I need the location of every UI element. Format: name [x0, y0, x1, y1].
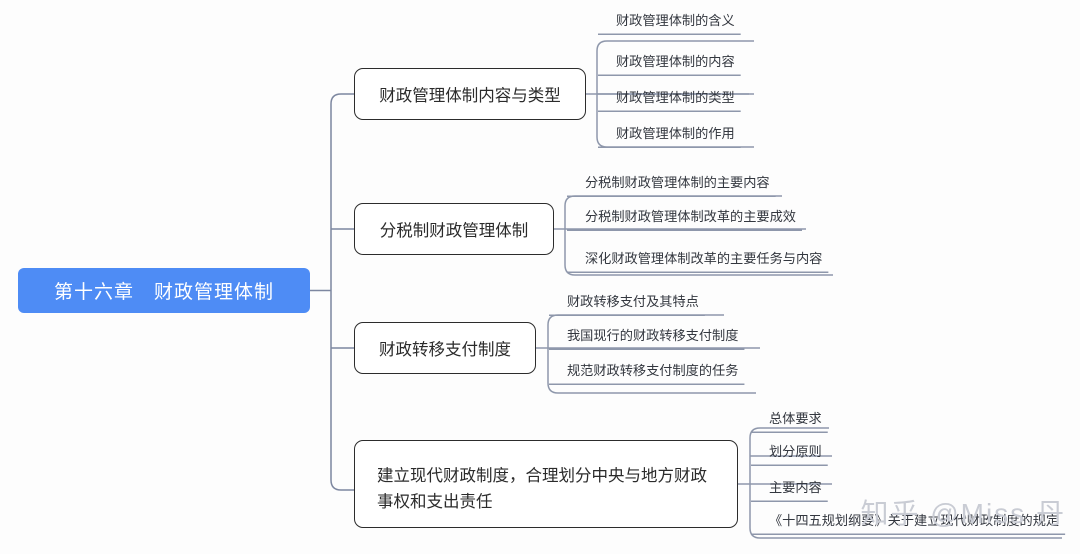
leaf-node-2-2[interactable]: 分税制财政管理体制改革的主要成效: [585, 209, 796, 224]
leaf-node-3-2[interactable]: 我国现行的财政转移支付制度: [567, 328, 739, 343]
branch-node-2[interactable]: 分税制财政管理体制: [354, 203, 554, 255]
leaf-node-2-3[interactable]: 深化财政管理体制改革的主要任务与内容: [585, 251, 823, 266]
branch-node-3[interactable]: 财政转移支付制度: [354, 322, 536, 374]
leaf-node-4-1[interactable]: 总体要求: [769, 411, 822, 426]
leaf-node-1-1[interactable]: 财政管理体制的含义: [616, 13, 735, 28]
root-node[interactable]: 第十六章 财政管理体制: [18, 268, 310, 313]
watermark: 知乎 @Miss 丹: [860, 498, 1066, 529]
branch-node-4-line2: 事权和支出责任: [377, 491, 493, 511]
branch-node-1[interactable]: 财政管理体制内容与类型: [354, 68, 586, 120]
branch-node-4-line1: 建立现代财政制度，合理划分中央与地方财政: [377, 466, 707, 485]
branch-node-4[interactable]: 建立现代财政制度，合理划分中央与地方财政 事权和支出责任: [354, 440, 738, 528]
leaf-node-3-1[interactable]: 财政转移支付及其特点: [567, 294, 699, 309]
leaf-node-4-4[interactable]: 《十四五规划纲要》关于建立现代财政制度的规定: [769, 513, 1060, 528]
leaf-node-1-3[interactable]: 财政管理体制的类型: [616, 90, 735, 105]
leaf-node-4-2[interactable]: 划分原则: [769, 444, 822, 459]
leaf-node-2-1[interactable]: 分税制财政管理体制的主要内容: [585, 175, 770, 190]
leaf-node-1-2[interactable]: 财政管理体制的内容: [616, 54, 735, 69]
leaf-node-1-4[interactable]: 财政管理体制的作用: [616, 126, 735, 141]
leaf-node-4-3[interactable]: 主要内容: [769, 480, 822, 495]
leaf-node-3-3[interactable]: 规范财政转移支付制度的任务: [567, 363, 739, 378]
